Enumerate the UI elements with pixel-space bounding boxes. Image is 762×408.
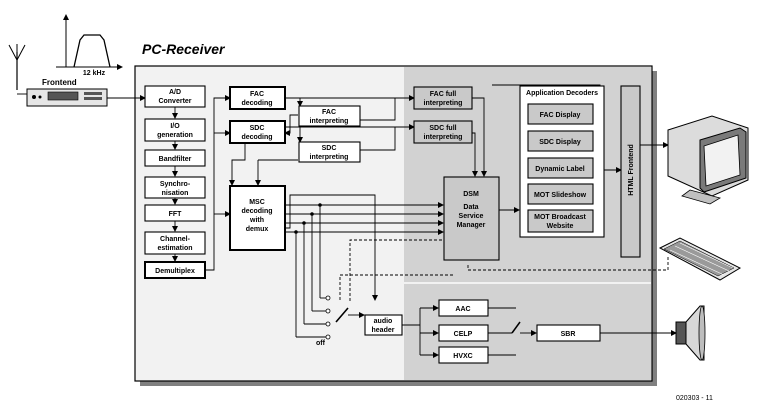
frontend-device — [26, 88, 108, 107]
decoding-connections — [229, 95, 415, 186]
demultiplex-connections — [205, 95, 231, 271]
monitor-icon — [667, 115, 749, 205]
spectrum-graph — [56, 14, 123, 70]
audio-header-block — [364, 314, 403, 336]
frontend-label: Frontend — [42, 78, 77, 87]
hvxc-label: HVXC — [453, 353, 472, 360]
html-frontend-label: HTML Frontend — [628, 144, 635, 196]
html-frontend-block — [620, 85, 641, 258]
mot-slideshow-label: MOT Slideshow — [534, 192, 587, 199]
sdc-decoding-block — [229, 120, 286, 144]
fft-block — [144, 204, 206, 222]
sbr-label: SBR — [561, 331, 576, 338]
antenna-icon — [8, 44, 26, 90]
sbr-block — [536, 324, 601, 342]
dashed-keyboard-line — [467, 255, 669, 271]
demultiplex-block — [144, 261, 206, 279]
mot-broadcast-block — [527, 209, 594, 233]
sdc-display-block — [527, 130, 594, 152]
application-decoders-title: Application Decoders — [526, 90, 598, 97]
switch-off-label: off — [316, 340, 326, 347]
fac-full-interpreting-block — [413, 86, 473, 110]
msc-decoding-block — [229, 185, 286, 251]
sdc-interpreting-block — [298, 141, 361, 163]
bandfilter-label: Bandfilter — [159, 156, 192, 163]
keyboard-icon — [658, 237, 742, 281]
speaker-icon — [675, 305, 706, 361]
mot-slideshow-block — [527, 183, 594, 205]
fac-display-label: FAC Display — [540, 112, 581, 119]
sdc-display-label: SDC Display — [539, 139, 581, 146]
msc-to-dsm-connections — [285, 202, 444, 338]
full-interpreting-connections — [472, 97, 487, 177]
demultiplex-label: Demultiplex — [155, 268, 195, 275]
fft-label: FFT — [169, 211, 183, 218]
hvxc-block — [438, 346, 489, 364]
dynamic-label-label: Dynamic Label — [535, 166, 584, 173]
fac-interpreting-block — [298, 105, 361, 127]
bandfilter-block — [144, 149, 206, 167]
figure-code: 020303 - 11 — [676, 395, 713, 402]
celp-label: CELP — [454, 331, 473, 338]
dynamic-label-block — [527, 157, 594, 179]
channel-estimation-label: Channel-estimation — [157, 236, 192, 252]
sdc-full-interpreting-block — [413, 120, 473, 144]
dsm-block — [443, 176, 500, 261]
page-title: PC-Receiver — [142, 41, 226, 57]
aac-block — [438, 299, 489, 317]
celp-block — [438, 324, 489, 342]
dashed-feedback-audio — [339, 274, 455, 300]
io-generation-block — [144, 118, 206, 142]
ad-converter-block — [144, 85, 206, 108]
channel-estimation-block — [144, 231, 206, 255]
fac-display-block — [527, 103, 594, 125]
fac-decoding-block — [229, 86, 286, 110]
synchronisation-block — [144, 176, 206, 199]
spectrum-label: 12 kHz — [83, 70, 106, 77]
audio-source-switch — [325, 295, 365, 340]
synchronisation-label: Synchro-nisation — [160, 181, 191, 197]
aac-label: AAC — [455, 306, 470, 313]
